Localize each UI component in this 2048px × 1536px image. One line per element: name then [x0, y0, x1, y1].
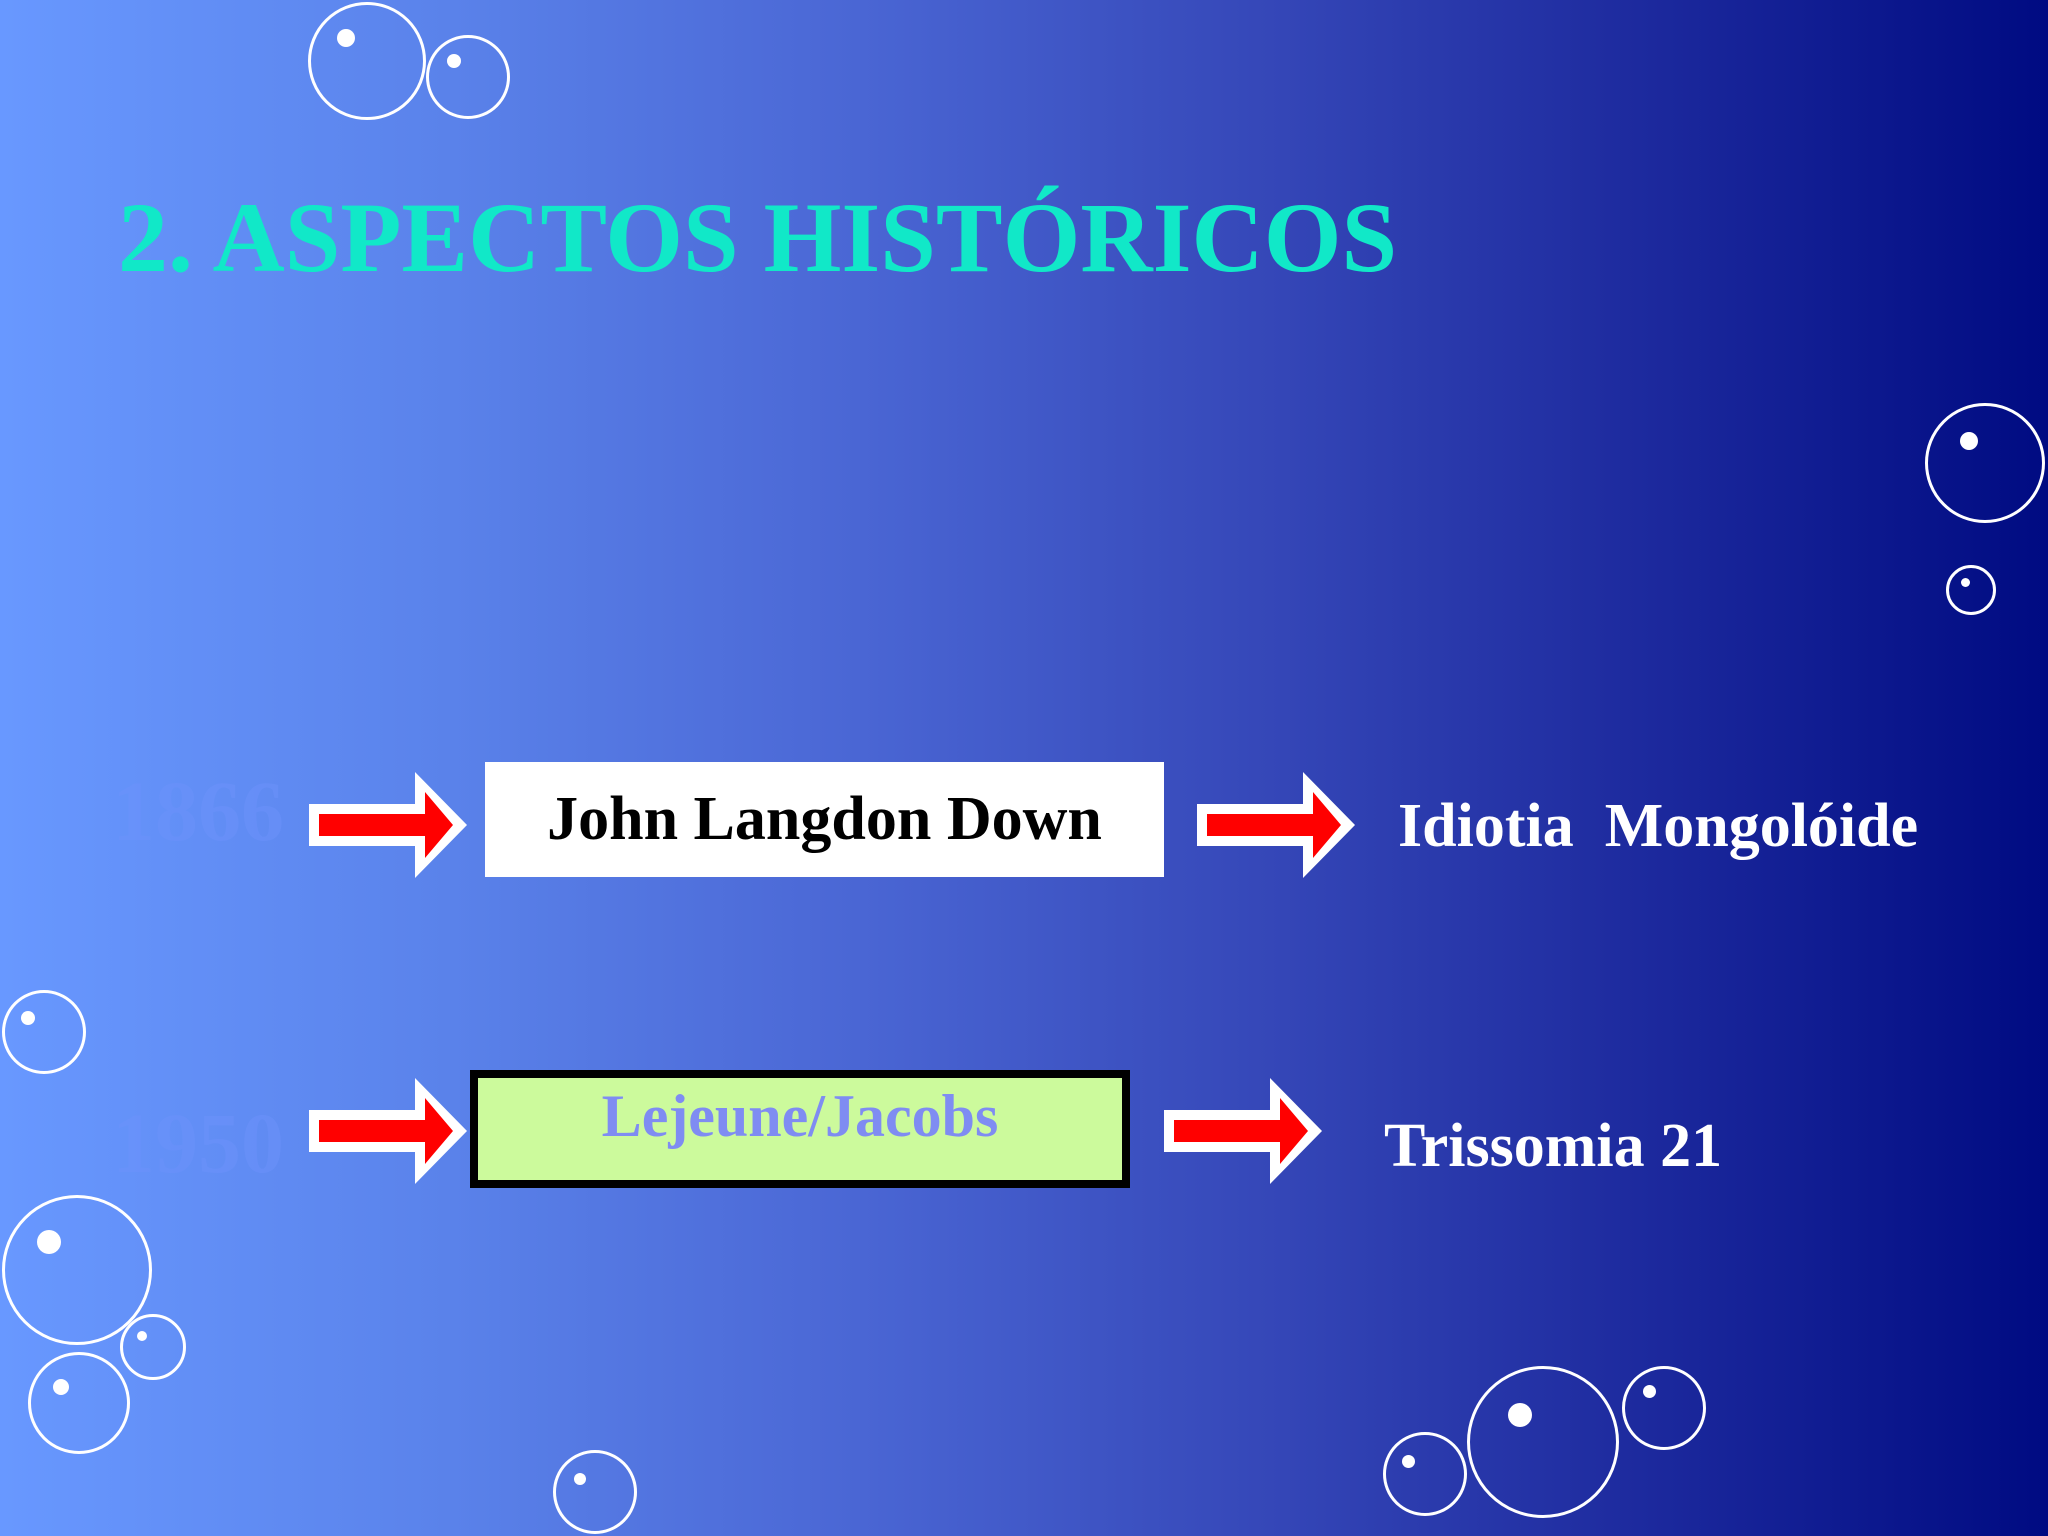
arrow-right-icon [1164, 1078, 1322, 1184]
bubble-decoration [1467, 1366, 1619, 1518]
arrow-right-icon [1197, 772, 1355, 878]
name-label: Lejeune/Jacobs [601, 1083, 999, 1149]
year-1950: 1950 [112, 1095, 284, 1191]
bubble-decoration [553, 1450, 637, 1534]
bubble-decoration [28, 1352, 130, 1454]
bubble-decoration [1622, 1366, 1706, 1450]
arrow-right-icon [309, 772, 467, 878]
result-label: Idiotia Mongolóide [1398, 792, 1919, 860]
bubble-decoration [1383, 1432, 1467, 1516]
name-box-lejeune-jacobs: Lejeune/Jacobs [470, 1070, 1130, 1188]
year-1866: 1866 [112, 763, 284, 859]
bubble-decoration [120, 1314, 186, 1380]
result-label: Trissomia 21 [1384, 1112, 1723, 1180]
bubble-decoration [2, 990, 86, 1074]
bubble-decoration [426, 35, 510, 119]
bubble-decoration [308, 2, 426, 120]
name-label: John Langdon Down [547, 785, 1102, 853]
bubble-decoration [1946, 565, 1996, 615]
slide-title: 2. ASPECTOS HISTÓRICOS [118, 182, 1398, 293]
bubble-decoration [1925, 403, 2045, 523]
bubble-decoration [2, 1195, 152, 1345]
name-box-john-langdon-down: John Langdon Down [485, 762, 1164, 877]
arrow-right-icon [309, 1078, 467, 1184]
